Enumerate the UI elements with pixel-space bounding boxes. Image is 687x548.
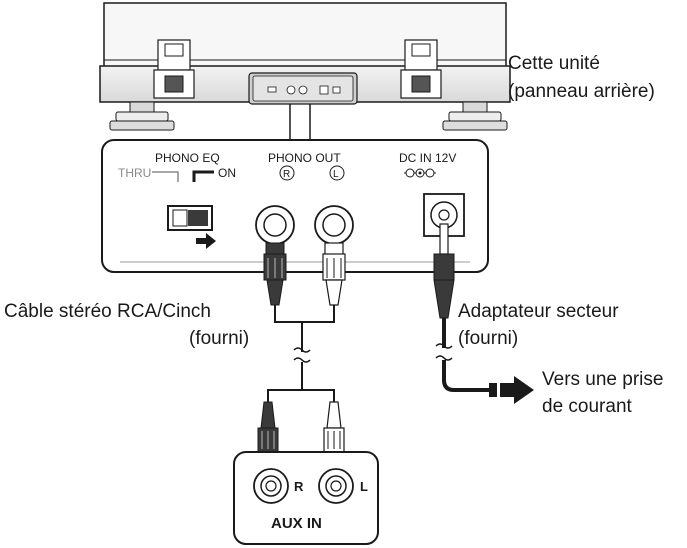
rear-panel-enlarged: PHONO EQ THRU ON PHONO OUT R L DC IN 12V (101, 139, 489, 273)
eq-switch-thru-line (152, 171, 179, 182)
aux-in-title: AUX IN (271, 515, 322, 532)
right-channel-symbol: R (279, 165, 295, 181)
zoom-callout (289, 104, 311, 141)
rear-panel-mini (248, 72, 358, 105)
unit-label-line1: Cette unité (508, 53, 600, 74)
phono-eq-label: PHONO EQ (155, 151, 220, 165)
phono-out-l-jack[interactable] (314, 205, 354, 245)
aux-r-label: R (294, 479, 304, 494)
dc-cable-break-icon (435, 343, 453, 361)
dc-adapter-cable (442, 318, 492, 392)
dc-polarity-icon (404, 168, 436, 178)
dc-in-label: DC IN 12V (399, 151, 456, 165)
hinge-right (400, 39, 442, 99)
rca-plug-r-top (263, 242, 287, 306)
rca-cable-label-line1: Câble stéréo RCA/Cinch (4, 301, 211, 322)
rca-cable (267, 305, 335, 408)
thru-label: THRU (118, 166, 151, 180)
foot-left (109, 101, 175, 131)
outlet-label-line2: de courant (542, 396, 632, 417)
aux-l-label: L (360, 479, 368, 494)
adapter-label-line2: (fourni) (458, 328, 519, 349)
svg-text:L: L (333, 169, 339, 180)
hinge-left (153, 39, 195, 99)
left-channel-symbol: L (329, 165, 345, 181)
phono-out-r-jack[interactable] (255, 205, 295, 245)
rca-plug-l-top (322, 242, 346, 306)
rca-cable-label-line2: (fourni) (189, 328, 250, 349)
on-label: ON (218, 166, 236, 180)
switch-direction-arrow (196, 233, 216, 249)
adapter-label-line1: Adaptateur secteur (458, 301, 619, 322)
unit-label-line2: (panneau arrière) (508, 81, 655, 102)
phono-eq-switch[interactable] (167, 205, 213, 231)
rca-cable-break-icon (293, 347, 311, 363)
phono-out-label: PHONO OUT (268, 151, 341, 165)
foot-right (442, 101, 508, 131)
svg-text:R: R (283, 169, 290, 180)
aux-in-device: R L AUX IN (233, 451, 379, 545)
aux-l-jack[interactable] (318, 468, 354, 504)
turntable-unit (99, 2, 511, 131)
power-outlet-arrow-icon (489, 376, 534, 404)
dc-adapter-plug (433, 223, 455, 319)
eq-switch-on-line (192, 170, 214, 182)
aux-r-jack[interactable] (253, 468, 289, 504)
outlet-label-line1: Vers une prise (542, 369, 664, 390)
